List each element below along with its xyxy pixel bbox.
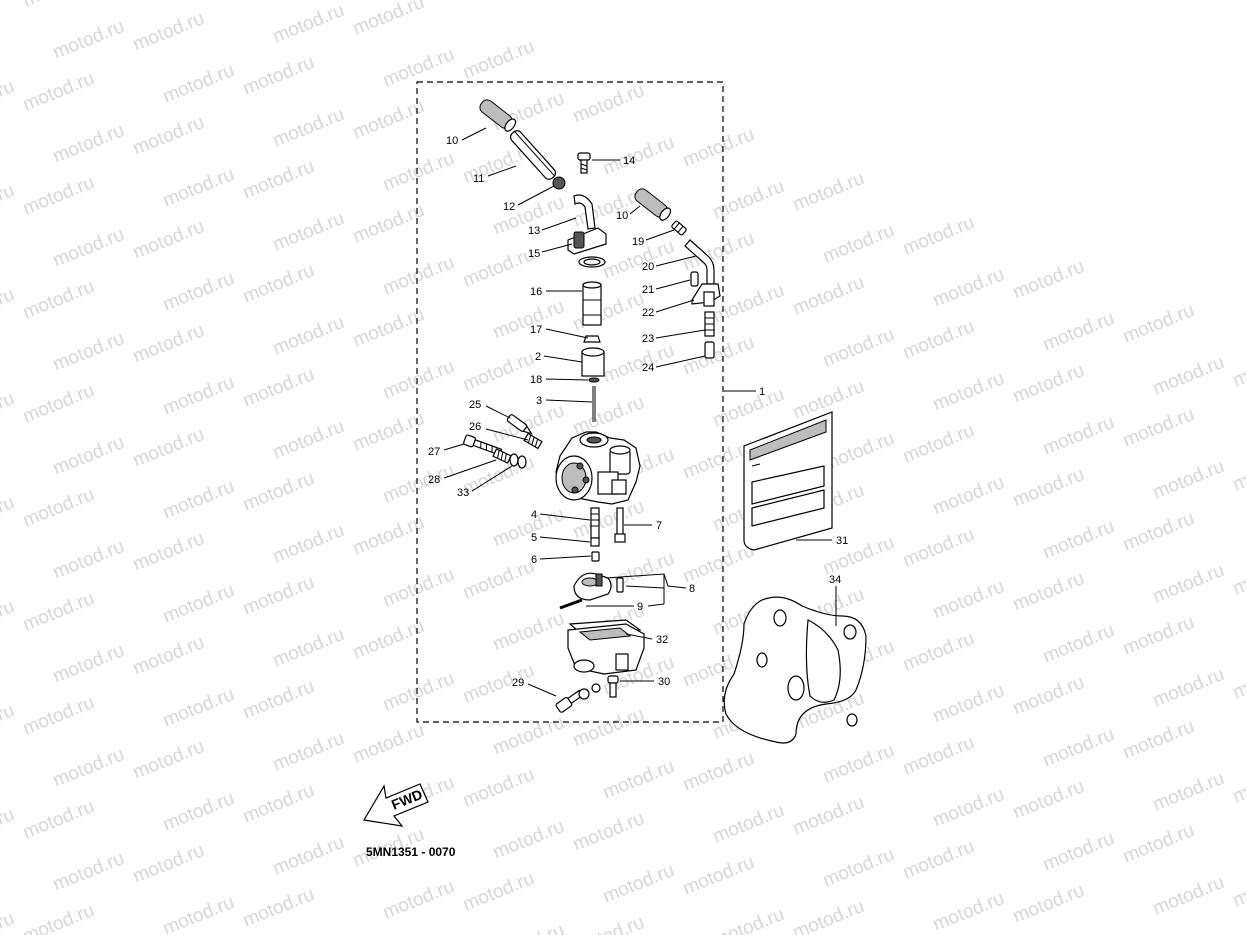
callout-14: 14 [623, 155, 635, 167]
part-float-8 [573, 572, 612, 601]
part-pipe-13 [573, 194, 596, 230]
part-pilot-jet-7 [614, 507, 626, 543]
callout-31: 31 [836, 535, 848, 547]
part-oring-29 [578, 688, 590, 700]
callout-labels: 10 11 14 12 13 15 10 19 20 21 22 16 17 2… [428, 135, 848, 689]
callout-20: 20 [642, 261, 654, 273]
part-seat-17 [583, 335, 601, 343]
callout-21: 21 [642, 284, 654, 296]
part-washer-5 [590, 537, 600, 547]
part-plunger-cap-24 [704, 341, 715, 359]
callout-34: 34 [829, 574, 841, 586]
callout-27: 27 [428, 446, 440, 458]
callout-8: 8 [689, 583, 695, 595]
part-mixing-chamber-top-15 [567, 227, 607, 255]
part-needle-valve-8 [616, 577, 624, 593]
callout-24: 24 [642, 362, 654, 374]
callout-1: 1 [759, 386, 765, 398]
callout-12: 12 [503, 201, 515, 213]
callout-25: 25 [469, 399, 481, 411]
callout-3: 3 [536, 395, 542, 407]
part-screw-14 [577, 152, 591, 174]
part-throttle-valve-2 [581, 347, 605, 377]
callout-32: 32 [656, 634, 668, 646]
callout-15: 15 [528, 248, 540, 260]
callout-23: 23 [642, 333, 654, 345]
part-clip-18 [588, 377, 600, 383]
callout-29: 29 [512, 677, 524, 689]
callout-10-right: 10 [616, 210, 628, 222]
callout-6: 6 [531, 554, 537, 566]
leader-lines [443, 127, 837, 697]
callout-16: 16 [530, 286, 542, 298]
part-gasket-34 [723, 596, 867, 744]
part-washers-33 [509, 453, 527, 469]
callout-9: 9 [637, 601, 643, 613]
part-main-jet-6 [591, 551, 600, 562]
fwd-arrow: FWD [363, 783, 429, 827]
part-throttle-tube-16 [582, 281, 602, 326]
part-plunger-23 [704, 311, 715, 337]
callout-17: 17 [530, 324, 542, 336]
part-gasket-kit-31 [743, 411, 833, 551]
callout-4: 4 [531, 509, 537, 521]
part-spring-28 [492, 448, 512, 464]
callout-22: 22 [642, 307, 654, 319]
part-spring-26 [523, 432, 543, 450]
callout-18: 18 [530, 374, 542, 386]
part-cap-12 [552, 176, 566, 190]
part-washer-29 [591, 683, 601, 693]
callout-26: 26 [469, 421, 481, 433]
callout-5: 5 [531, 532, 537, 544]
part-jet-holder-4 [590, 507, 600, 539]
assembly-boundary [416, 81, 724, 723]
callout-13: 13 [528, 225, 540, 237]
callout-2: 2 [535, 351, 541, 363]
callout-30: 30 [658, 676, 670, 688]
part-float-pin-9 [559, 598, 583, 610]
part-screw-21 [690, 271, 699, 287]
part-hose-end-10a [479, 99, 517, 132]
part-hose-11 [509, 130, 557, 180]
callout-7: 7 [656, 520, 662, 532]
part-pipe-20 [684, 239, 715, 285]
part-screw-30 [607, 675, 619, 698]
drawing-code: 5MN1351 - 0070 [366, 845, 456, 859]
part-float-chamber-32 [567, 619, 645, 675]
part-starter-housing-22 [691, 283, 721, 307]
callout-28: 28 [428, 474, 440, 486]
callout-11: 11 [473, 173, 484, 185]
callout-19: 19 [632, 236, 644, 248]
part-hose-end-10b [634, 188, 672, 221]
callout-33: 33 [457, 487, 469, 499]
callout-10: 10 [446, 135, 458, 147]
part-carburetor-body [555, 431, 641, 505]
part-air-screw-25 [506, 414, 533, 435]
part-fitting-19 [671, 220, 687, 236]
